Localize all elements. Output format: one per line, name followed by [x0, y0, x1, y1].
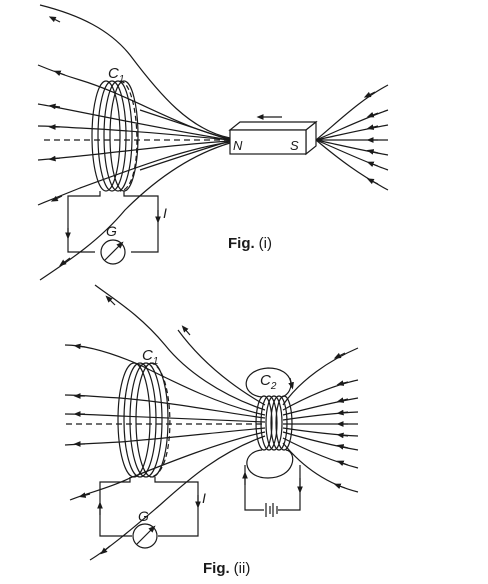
current-label-fig2: I — [202, 490, 206, 506]
coil-c2-label-fig2: C2 — [260, 372, 277, 392]
bar-magnet — [228, 114, 318, 156]
current-label-fig1: I — [163, 205, 167, 221]
field-lines-fig2 — [64, 284, 266, 561]
figure-2 — [64, 284, 359, 561]
galvanometer-label-fig1: G — [106, 223, 117, 239]
field-lines-right-fig1 — [315, 84, 389, 191]
galvanometer-circuit-fig2 — [97, 477, 201, 549]
galvanometer-label-fig2: G — [138, 508, 149, 524]
magnet-south-label: S — [290, 138, 299, 153]
caption-fig1: Fig.(i) — [228, 235, 272, 252]
figure-1 — [37, 4, 389, 281]
field-lines-right-fig2 — [282, 347, 359, 493]
galvanometer-circuit-fig1 — [65, 191, 161, 265]
caption-fig2: Fig.(ii) — [203, 560, 250, 577]
coil-c1-fig1 — [91, 80, 139, 192]
coil-c1-label: C1 — [108, 65, 124, 85]
battery-circuit-fig2 — [242, 465, 303, 517]
field-lines-fig1 — [37, 4, 231, 281]
coil-c1-fig2 — [117, 362, 171, 478]
coil-c1-label-fig2: C1 — [142, 347, 158, 367]
coil-c2-fig2 — [245, 367, 294, 479]
magnet-north-label: N — [233, 138, 243, 153]
